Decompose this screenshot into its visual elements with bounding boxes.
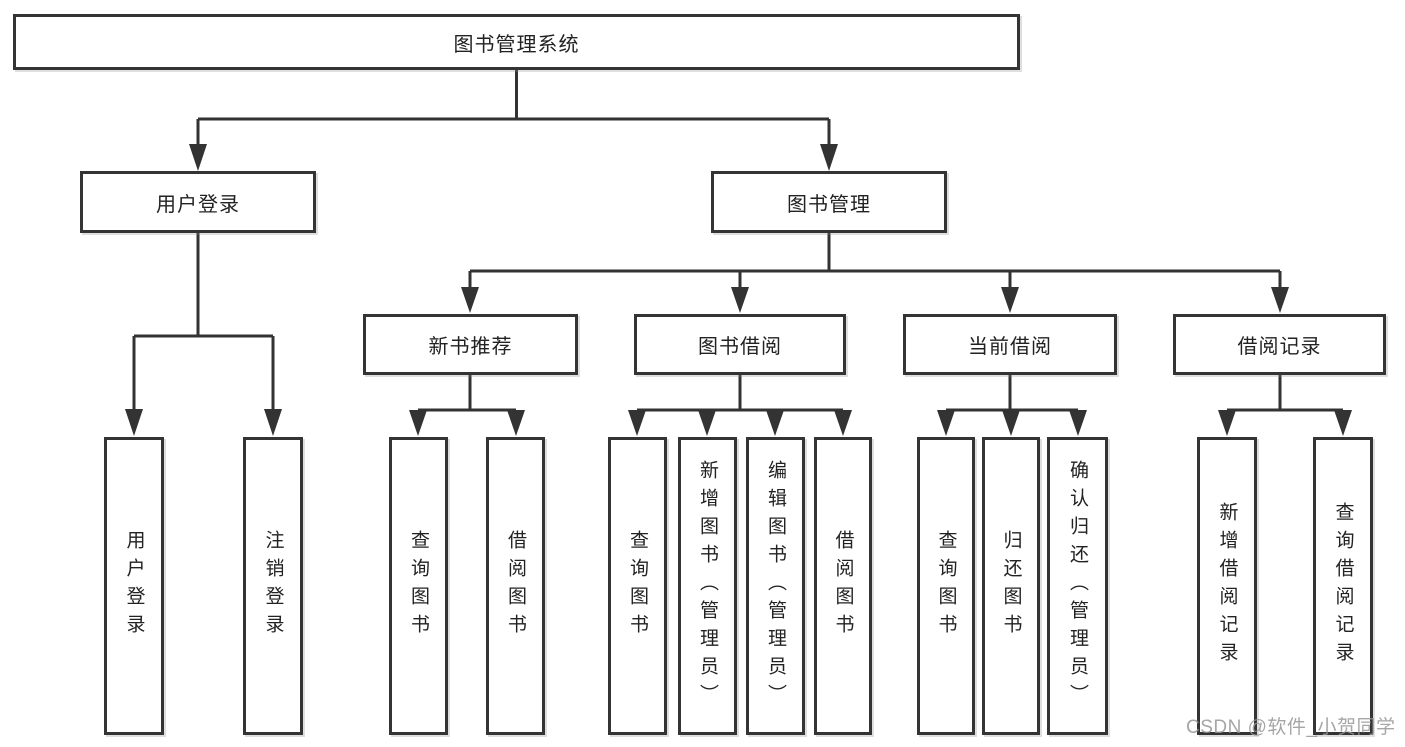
- arrow-down-icon: [1218, 410, 1236, 436]
- arrow-down-icon: [264, 409, 282, 436]
- node-label: 图书管理系统: [453, 33, 580, 56]
- node-label: 图书借阅: [698, 336, 782, 358]
- arrow-down-icon: [1271, 287, 1289, 313]
- leaf-label: 查询借阅记录: [1332, 502, 1354, 670]
- leaf-label: 查询图书: [408, 530, 429, 642]
- leaf-label: 查询图书: [627, 530, 648, 642]
- arrow-down-icon: [1334, 410, 1352, 436]
- leaf-confirm-return-admin: 确认归还（管理员）: [1047, 437, 1108, 735]
- leaf-user-login: 用户登录: [104, 437, 164, 735]
- leaf-borrow-books-recommend: 借阅图书: [486, 437, 545, 735]
- edge-current-borrow-to-leaves: [937, 375, 1087, 436]
- arrow-down-icon: [507, 410, 525, 436]
- edge-borrow-records-to-leaves: [1218, 375, 1352, 436]
- arrow-down-icon: [189, 144, 207, 171]
- arrow-down-icon: [1001, 287, 1019, 313]
- arrow-down-icon: [1069, 410, 1087, 436]
- leaf-query-books-borrow: 查询图书: [608, 437, 667, 735]
- leaf-label: 确认归还（管理员）: [1067, 460, 1088, 712]
- leaf-label: 注销登录: [262, 530, 284, 642]
- node-label: 新书推荐: [428, 336, 513, 358]
- leaf-label: 查询图书: [935, 530, 957, 642]
- edge-root-to-level1: [189, 70, 838, 171]
- leaf-label: 归还图书: [1000, 530, 1022, 642]
- arrow-down-icon: [834, 410, 852, 436]
- arrow-down-icon: [937, 410, 955, 436]
- edge-user-login-to-leaves: [125, 233, 282, 436]
- leaf-query-books-recommend: 查询图书: [389, 437, 448, 735]
- leaf-label: 借阅图书: [505, 530, 526, 642]
- node-label: 用户登录: [156, 193, 240, 216]
- node-label: 当前借阅: [968, 336, 1052, 358]
- edge-book-management-to-level2: [461, 233, 1289, 313]
- leaf-borrow-books: 借阅图书: [814, 437, 872, 735]
- leaf-query-books-current: 查询图书: [917, 437, 975, 735]
- node-user-login: 用户登录: [80, 171, 316, 233]
- node-new-book-recommend: 新书推荐: [363, 314, 578, 375]
- leaf-add-book-admin: 新增图书（管理员）: [678, 437, 737, 735]
- arrow-down-icon: [461, 287, 479, 313]
- leaf-logout: 注销登录: [243, 437, 303, 735]
- arrow-down-icon: [820, 144, 838, 171]
- arrow-down-icon: [731, 287, 749, 313]
- leaf-label: 新增图书（管理员）: [697, 460, 718, 712]
- edge-book-borrow-to-leaves: [628, 375, 852, 436]
- leaf-label: 借阅图书: [832, 530, 854, 642]
- edge-new-book-to-leaves: [409, 375, 525, 436]
- leaf-return-books: 归还图书: [982, 437, 1040, 735]
- leaf-query-borrow-record: 查询借阅记录: [1313, 437, 1373, 735]
- arrow-down-icon: [766, 410, 784, 436]
- node-root-library-system: 图书管理系统: [13, 14, 1020, 70]
- leaf-add-borrow-record: 新增借阅记录: [1197, 437, 1257, 735]
- node-label: 图书管理: [787, 193, 871, 216]
- node-label: 借阅记录: [1237, 336, 1322, 358]
- leaf-edit-book-admin: 编辑图书（管理员）: [746, 437, 805, 735]
- leaf-label: 新增借阅记录: [1216, 502, 1238, 670]
- leaf-label: 用户登录: [123, 530, 145, 642]
- leaf-label: 编辑图书（管理员）: [765, 460, 786, 712]
- node-current-borrow: 当前借阅: [903, 314, 1117, 375]
- arrow-down-icon: [698, 410, 716, 436]
- node-book-management: 图书管理: [711, 171, 947, 233]
- arrow-down-icon: [628, 410, 646, 436]
- node-book-borrow: 图书借阅: [634, 314, 846, 375]
- arrow-down-icon: [1002, 410, 1020, 436]
- arrow-down-icon: [409, 410, 427, 436]
- node-borrow-records: 借阅记录: [1173, 314, 1386, 375]
- arrow-down-icon: [125, 409, 143, 436]
- watermark-text: CSDN @软件_小贺同学: [1186, 717, 1396, 738]
